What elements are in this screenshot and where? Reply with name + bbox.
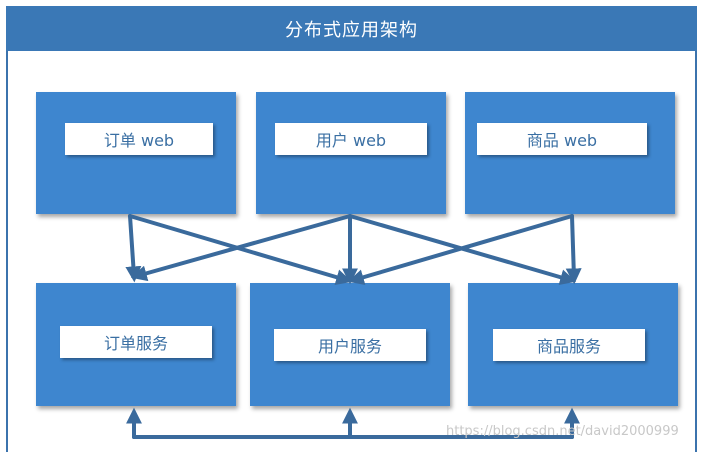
order-service-box: 订单服务 xyxy=(36,283,236,406)
user-service-label: 用户服务 xyxy=(274,329,426,361)
arrow-order-web-to-order-service xyxy=(125,214,142,283)
arrow-user-web-to-order-service xyxy=(130,214,352,282)
diagram-title: 分布式应用架构 xyxy=(6,6,697,51)
arrow-product-web-to-user-service xyxy=(347,214,574,285)
watermark-text: https://blog.csdn.net/david2000999 xyxy=(446,424,679,439)
order-web-box: 订单 web xyxy=(36,92,236,214)
product-web-label: 商品 web xyxy=(477,123,647,155)
order-service-label: 订单服务 xyxy=(60,326,212,358)
product-service-box: 商品服务 xyxy=(468,283,678,406)
user-web-box: 用户 web xyxy=(256,92,446,214)
user-web-label: 用户 web xyxy=(275,123,427,155)
order-web-label: 订单 web xyxy=(65,123,213,155)
product-web-box: 商品 web xyxy=(465,92,675,214)
arrow-product-web-to-product-service xyxy=(565,214,582,285)
user-service-box: 用户服务 xyxy=(250,283,450,406)
product-service-label: 商品服务 xyxy=(493,329,645,361)
